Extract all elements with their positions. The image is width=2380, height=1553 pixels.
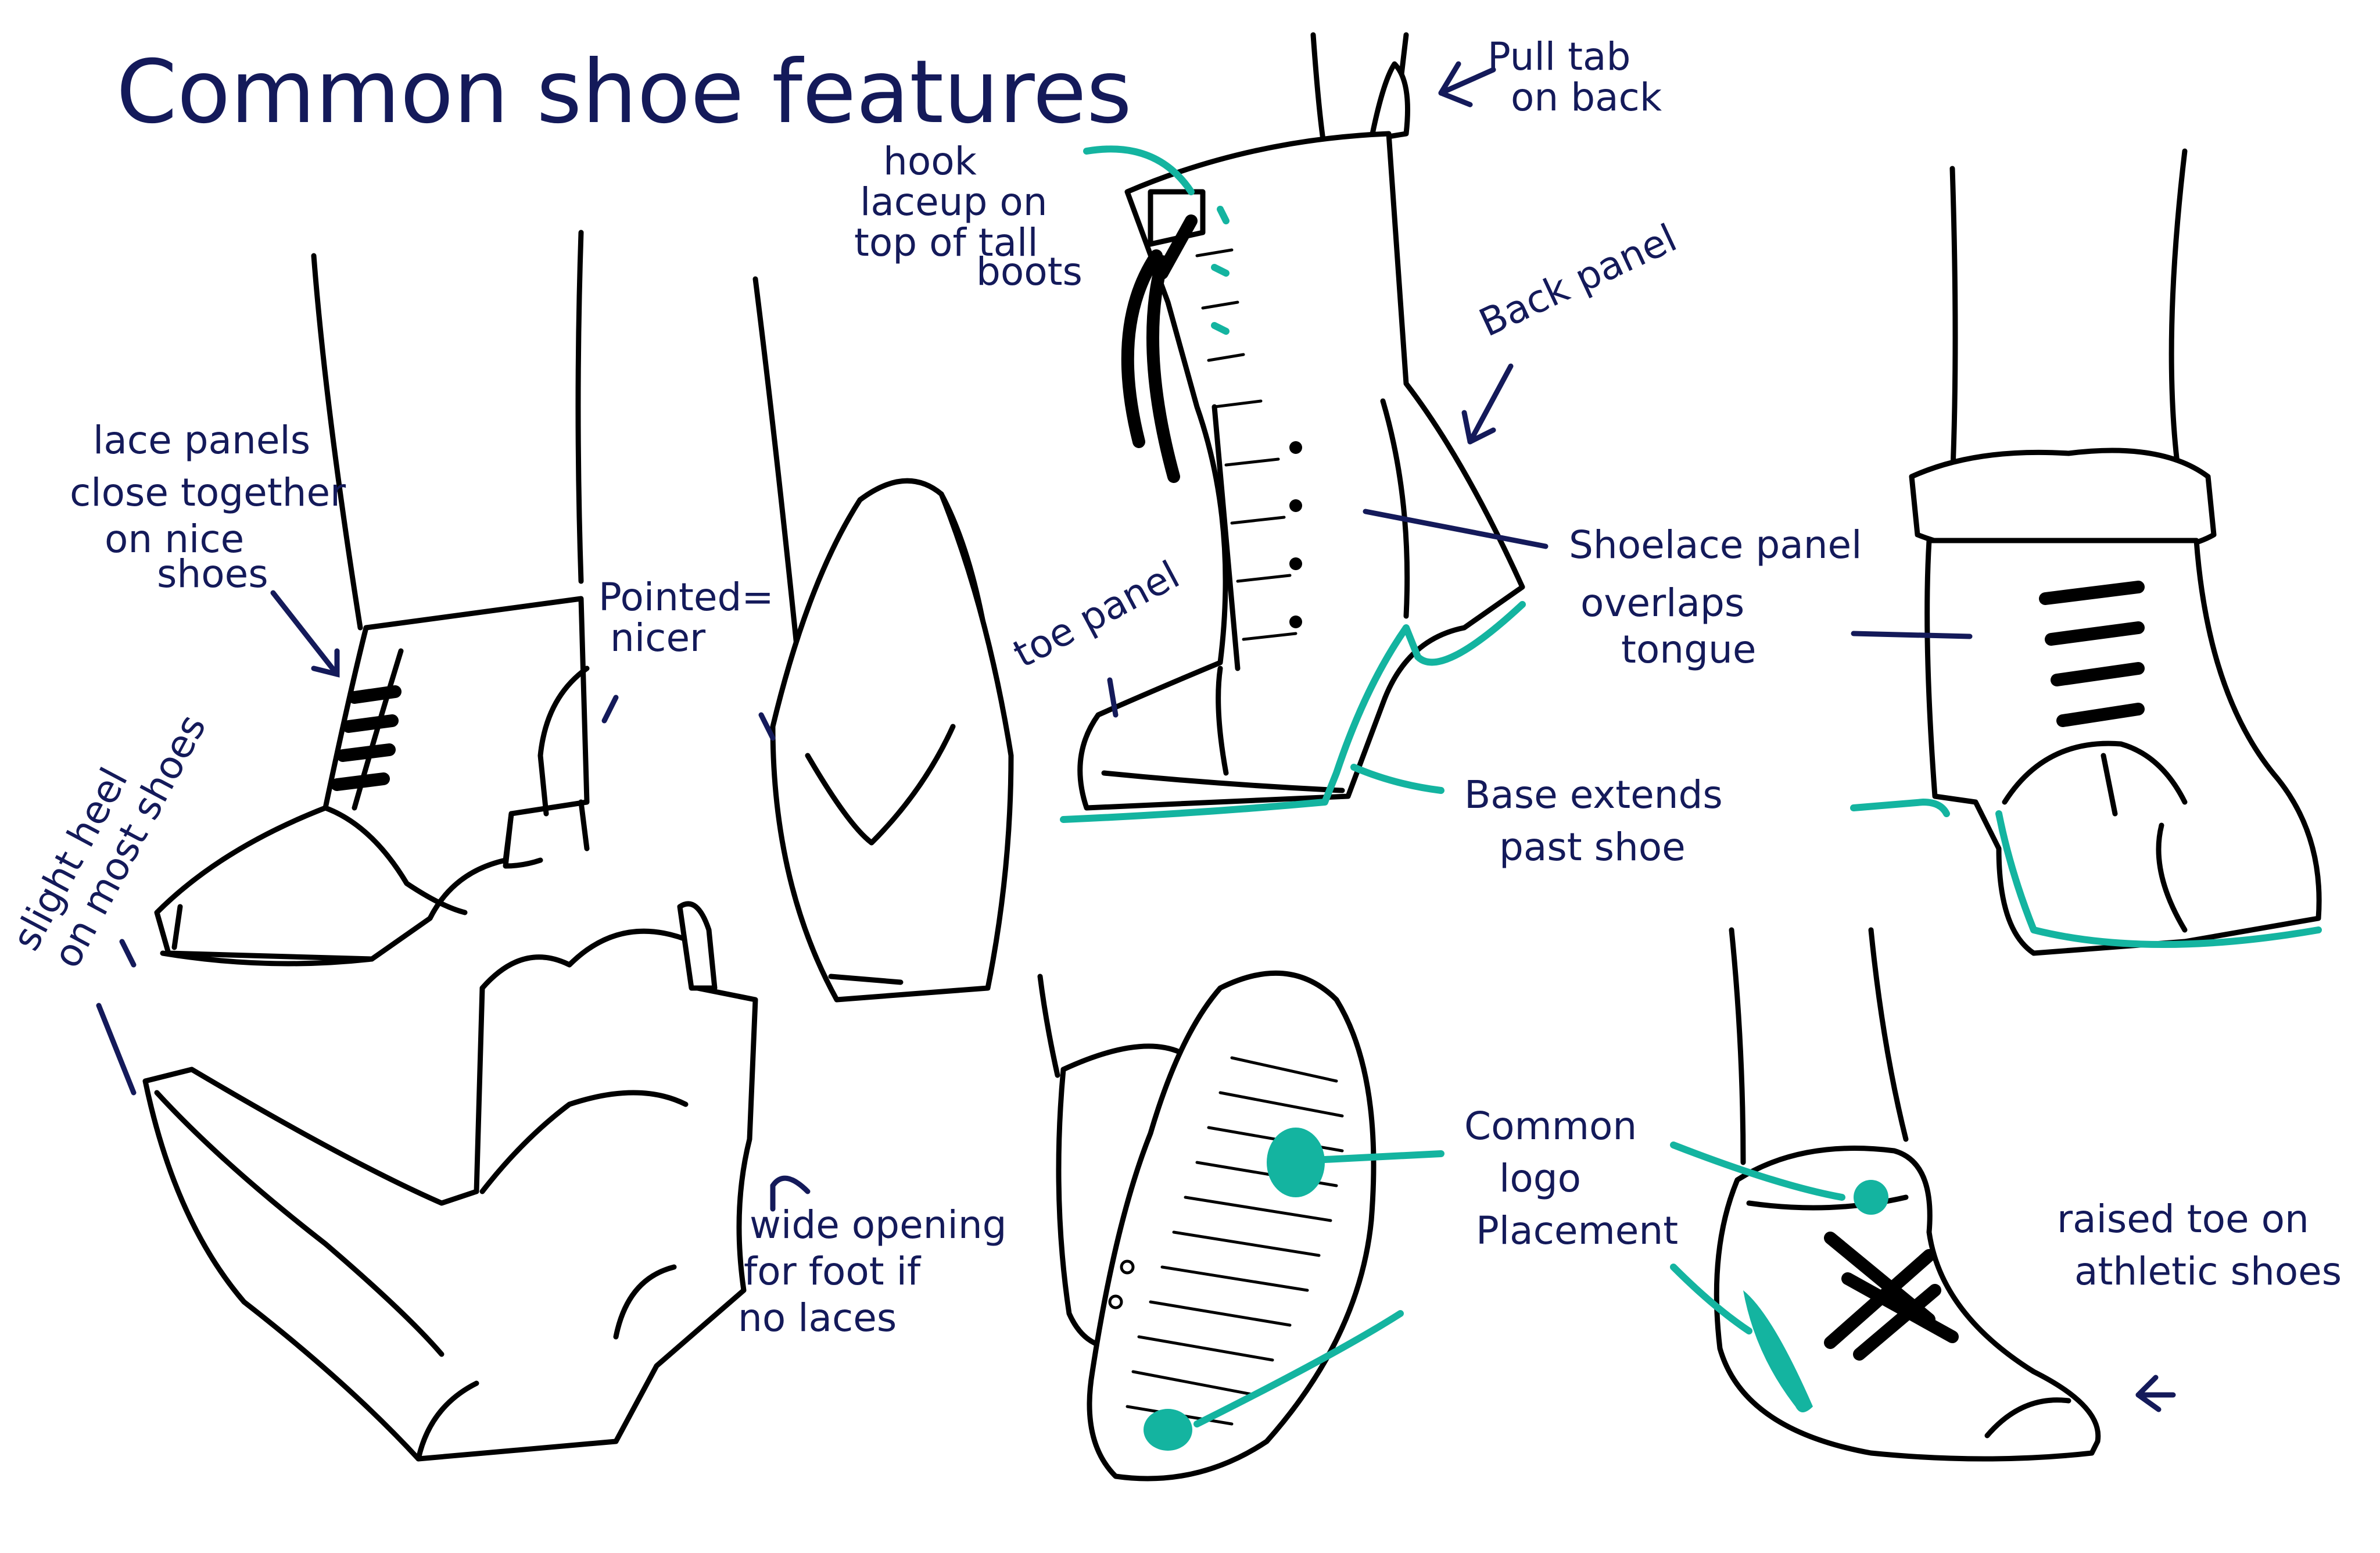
logo-dot-sole-bottom [1144,1409,1192,1451]
label-raised-toe: raised toe on athletic shoes [2057,1197,2342,1412]
arrow-icon [770,1175,811,1194]
label-lace-panels: lace panels close together on nice shoes [70,418,346,678]
svg-text:wide opening: wide opening [750,1203,1007,1247]
svg-text:on back: on back [1511,75,1662,120]
logo-swoosh [1743,1290,1813,1412]
svg-text:top of tall: top of tall [854,220,1038,265]
svg-text:logo: logo [1499,1156,1581,1201]
svg-text:overlaps: overlaps [1580,581,1744,625]
svg-text:close together: close together [70,470,346,515]
label-shoelace-panel: Shoelace panel overlaps tongue [1363,509,1973,672]
svg-text:Common: Common [1464,1104,1637,1148]
page-title: Common shoe features [116,42,1132,143]
svg-text:on nice: on nice [105,517,244,561]
svg-text:hook: hook [883,139,977,184]
sneaker-drawing [1670,927,2101,1462]
svg-text:toe panel: toe panel [1006,552,1187,677]
label-base-extends: Base extends past shoe [1060,601,2322,948]
svg-text:Back panel: Back panel [1472,216,1683,346]
label-wide-opening: wide opening for foot if no laces [738,1175,1007,1340]
svg-text:boots: boots [976,249,1083,294]
svg-text:past shoe: past shoe [1499,825,1686,869]
label-back-panel: Back panel [1461,216,1683,445]
logo-dot-heel [1854,1180,1888,1215]
svg-text:raised toe on: raised toe on [2057,1197,2309,1241]
tall-boot-drawing [1077,32,1525,811]
svg-text:shoes: shoes [157,552,268,596]
svg-text:Shoelace panel: Shoelace panel [1569,523,1862,567]
slip-on-shoe-drawing [142,901,758,1462]
svg-text:for foot if: for foot if [744,1249,922,1294]
svg-text:Pull tab: Pull tab [1488,34,1630,79]
svg-text:athletic shoes: athletic shoes [2074,1249,2342,1294]
sole-view-drawing [1037,970,1445,1482]
svg-text:Base extends: Base extends [1464,772,1723,817]
arrow-icon [1438,67,1496,96]
svg-text:no laces: no laces [738,1296,897,1340]
svg-text:Pointed=: Pointed= [598,575,774,620]
svg-text:tongue: tongue [1621,627,1756,672]
pointed-shoe-drawing [752,276,1014,1003]
oxford-shoe-drawing [154,230,590,967]
svg-text:nicer: nicer [610,616,706,660]
label-pointed: Pointed= nicer [598,575,776,741]
ankle-boot-drawing [1909,148,2322,956]
arrow-icon [270,590,340,677]
arrow-icon [1467,363,1514,445]
svg-text:Placement: Placement [1476,1208,1678,1253]
svg-text:laceup on: laceup on [860,180,1048,224]
logo-dot-sole-top [1267,1128,1325,1197]
label-hook-laceup: hook laceup on top of tall boots [854,139,1195,294]
svg-text:lace panels: lace panels [93,418,310,463]
label-common-logo: Common logo Placement [1464,1104,1678,1253]
label-pull-tab: Pull tab on back [1438,34,1662,120]
